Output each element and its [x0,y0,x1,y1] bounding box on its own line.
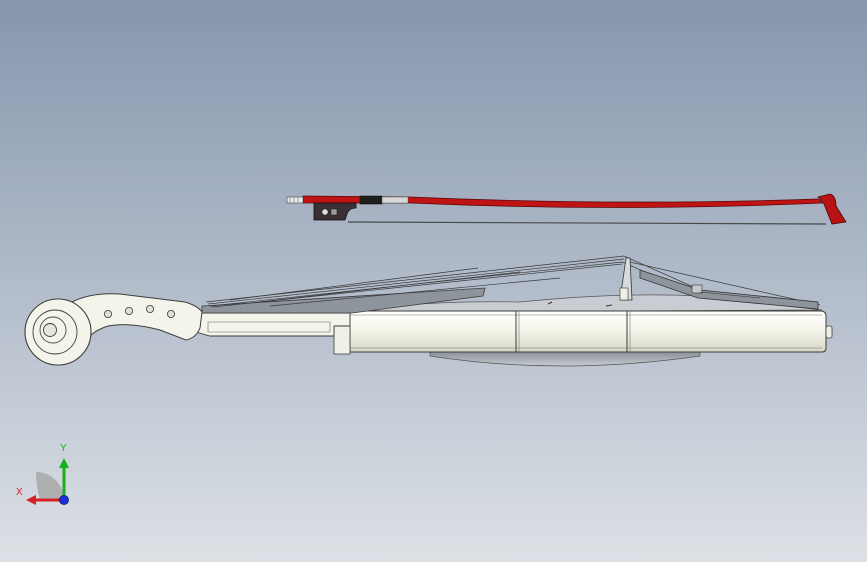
x-axis-label: X [16,487,23,498]
bow-hair [347,221,827,225]
bow-grip [359,195,383,205]
scroll-eye [43,323,57,337]
peg-hole [166,309,175,318]
x-axis-arrow [26,495,36,505]
bow-wrap [381,196,409,204]
violin-body [349,310,827,353]
violin[interactable] [24,255,833,367]
violin-neck [195,312,351,337]
peg-hole [125,306,134,315]
bow[interactable] [286,193,847,225]
coordinate-triad [26,458,69,505]
triad-plane [36,472,64,500]
scroll [24,298,92,366]
violin-back-arch [429,351,701,367]
bow-button [286,196,304,204]
bow-stick [302,195,823,208]
pegbox [69,293,203,352]
peg-hole [104,309,113,318]
z-axis [59,495,69,505]
peg-hole [145,304,154,313]
frog-eye [321,208,329,216]
bow-tip [817,193,847,225]
fine-tuner [691,284,703,294]
neck-heel [333,325,351,355]
y-axis-arrow [59,458,69,468]
end-button [825,325,833,339]
y-axis-label: Y [60,443,67,454]
